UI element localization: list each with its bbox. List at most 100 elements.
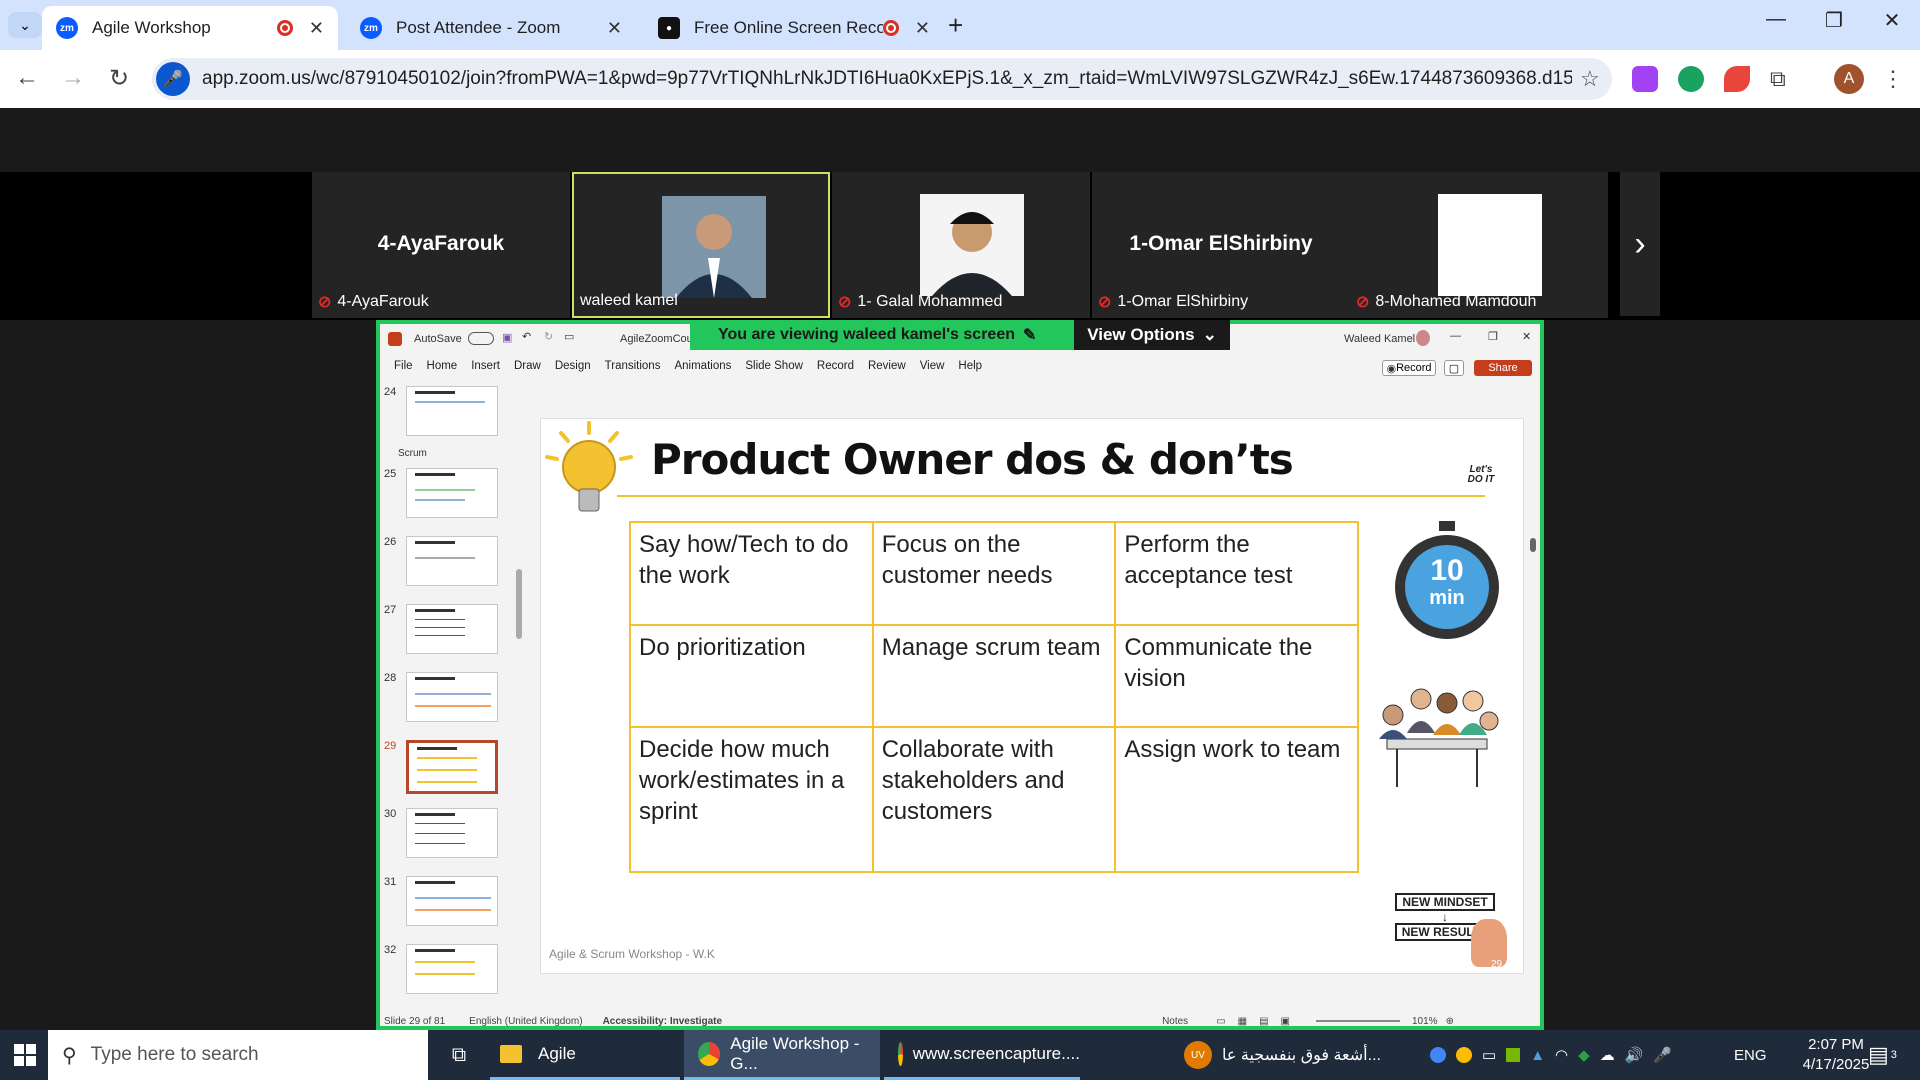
defender-icon[interactable]: ◆ [1578,1047,1590,1064]
share-banner: You are viewing waleed kamel's screen✎ V… [690,320,1230,350]
close-tab-icon[interactable]: ✕ [914,17,930,38]
present-icon[interactable]: ▭ [564,331,575,343]
ribbon-tab-animations[interactable]: Animations [674,360,732,372]
participant-tile[interactable]: 4-AyaFarouk ⊘4-AyaFarouk [312,172,570,318]
autosave-label: AutoSave [414,333,462,345]
taskbar-app-chrome-agile[interactable]: Agile Workshop - G... [684,1030,880,1080]
input-language[interactable]: ENG [1734,1046,1767,1064]
ribbon-tab-draw[interactable]: Draw [513,360,541,372]
close-icon[interactable]: ✕ [1522,331,1532,343]
ribbon-tab-insert[interactable]: Insert [471,360,500,372]
drive-icon[interactable]: ▲ [1530,1046,1546,1064]
ribbon-tab-review[interactable]: Review [867,360,906,372]
participant-tile[interactable]: ⊘1- Galal Mohammed [832,172,1090,318]
participant-name: waleed kamel [580,292,678,309]
microphone-icon[interactable]: 🎤 [1653,1047,1673,1064]
minimize-icon[interactable]: — [1450,330,1461,342]
comments-icon[interactable]: ▢ [1444,360,1464,376]
ribbon-tab-view[interactable]: View [919,360,945,372]
record-button[interactable]: ◉ Record [1382,360,1436,376]
minimize-icon[interactable]: — [1766,8,1786,30]
ribbon-tab-transitions[interactable]: Transitions [604,360,661,372]
slide-thumbnail[interactable] [406,808,498,858]
restore-icon[interactable]: ❐ [1825,10,1843,32]
clock[interactable]: 2:07 PM 4/17/2025 [1802,1036,1870,1073]
slide-thumbnail[interactable] [406,536,498,586]
participant-tile[interactable]: 1-Omar ElShirbiny ⊘1-Omar ElShirbiny [1092,172,1350,318]
profile-avatar[interactable]: A [1834,64,1864,94]
ribbon-tab-home[interactable]: Home [426,360,458,372]
slide-scrollbar[interactable] [1530,538,1536,552]
battery-icon[interactable]: ▭ [1482,1047,1497,1064]
chrome-tray-icon[interactable] [1456,1047,1472,1063]
undo-icon[interactable]: ↶ [522,331,532,343]
chrome-tray-icon[interactable] [1430,1047,1446,1063]
slide-thumbnail[interactable] [406,386,498,436]
back-icon[interactable]: ← [15,64,39,91]
weather-widget[interactable]: UV أشعة فوق بنفسجية عا... [1184,1030,1381,1080]
extension-feather-icon[interactable] [1724,66,1750,92]
volume-icon[interactable]: 🔊 [1624,1047,1644,1064]
new-tab-button[interactable]: + [948,10,964,40]
ppt-ribbon-tabs: File Home Insert Draw Design Transitions… [380,354,1540,378]
microphone-icon[interactable]: 🎤 [156,62,190,96]
reload-icon[interactable]: ↻ [108,65,130,92]
taskbar-search[interactable]: ⚲ Type here to search [48,1030,428,1080]
url-text[interactable]: app.zoom.us/wc/87910450102/join?fromPWA=… [202,68,1572,89]
zoom-level[interactable]: 101% [1411,1015,1438,1027]
share-button[interactable]: Share [1474,360,1532,376]
close-window-icon[interactable]: ✕ [1883,10,1901,32]
forward-icon[interactable]: → [61,64,85,91]
extensions-puzzle-icon[interactable]: ⧉ [1770,66,1786,91]
close-tab-icon[interactable]: ✕ [606,17,622,38]
accessibility-status[interactable]: Accessibility: Investigate [602,1015,723,1027]
participant-tile[interactable]: ⊘8-Mohamed Mamdouh [1350,172,1608,318]
ribbon-tab-file[interactable]: File [394,360,413,372]
slide-thumbnail[interactable] [406,876,498,926]
thumbnail-scrollbar[interactable] [516,569,522,639]
wifi-icon[interactable]: ◠ [1555,1047,1569,1064]
close-tab-icon[interactable]: ✕ [308,17,324,38]
tab-post-attendee-zoom[interactable]: zm Post Attendee - Zoom ✕ [346,6,636,50]
language-status[interactable]: English (United Kingdom) [469,1015,583,1027]
save-icon[interactable]: ▣ [502,332,513,344]
user-avatar[interactable] [1416,330,1430,346]
new-mindset-sign: NEW MINDSET ↓ NEW RESULTS [1395,893,1495,941]
bookmark-star-icon[interactable]: ☆ [1580,66,1600,91]
address-bar[interactable]: 🎤 app.zoom.us/wc/87910450102/join?fromPW… [152,58,1612,100]
tab-agile-workshop[interactable]: zm Agile Workshop ✕ [42,6,338,50]
next-page-arrow-icon[interactable]: › [1620,172,1660,316]
slide-thumbnail[interactable] [406,944,498,994]
zoom-slider[interactable] [1315,1020,1400,1022]
taskbar-app-file-explorer[interactable]: Agile [490,1030,680,1080]
ribbon-tab-record[interactable]: Record [816,360,854,372]
extension-green-icon[interactable] [1678,66,1704,92]
participant-name: 4-AyaFarouk [337,293,429,310]
ribbon-tab-slide-show[interactable]: Slide Show [745,360,803,372]
taskbar-app-chrome-screencapture[interactable]: www.screencapture.... [884,1030,1080,1080]
slide-thumbnail[interactable] [406,468,498,518]
fit-slide-icon[interactable]: ⊕ [1445,1015,1454,1027]
task-view-icon[interactable]: ⧉ [451,1043,467,1066]
view-icons[interactable]: ▭▦▤▣ [1216,1015,1302,1027]
cloud-icon[interactable]: ☁ [1599,1047,1615,1064]
autosave-toggle[interactable] [468,332,494,345]
restore-icon[interactable]: ❐ [1488,331,1498,343]
windows-start-icon[interactable] [14,1044,36,1066]
participant-tile-active-speaker[interactable]: waleed kamel [572,172,830,318]
view-options-button[interactable]: View Options⌄ [1074,320,1230,350]
ribbon-tab-help[interactable]: Help [958,360,983,372]
notification-center-icon[interactable]: ▤3 [1868,1042,1897,1067]
nvidia-icon[interactable] [1506,1048,1521,1062]
tab-screen-recorder[interactable]: ● Free Online Screen Recorde ✕ [644,6,944,50]
section-label[interactable]: Scrum [398,448,427,459]
extension-purple-icon[interactable] [1632,66,1658,92]
slide-thumbnail[interactable] [406,672,498,722]
ribbon-tab-design[interactable]: Design [554,360,591,372]
redo-icon[interactable]: ↻ [544,331,554,343]
menu-kebab-icon[interactable]: ⋮ [1882,66,1904,91]
notes-button[interactable]: Notes [1162,1015,1189,1027]
slide-thumbnail[interactable] [406,604,498,654]
tab-search-button[interactable]: ⌄ [8,12,42,38]
slide-thumbnail-selected[interactable] [406,740,498,794]
